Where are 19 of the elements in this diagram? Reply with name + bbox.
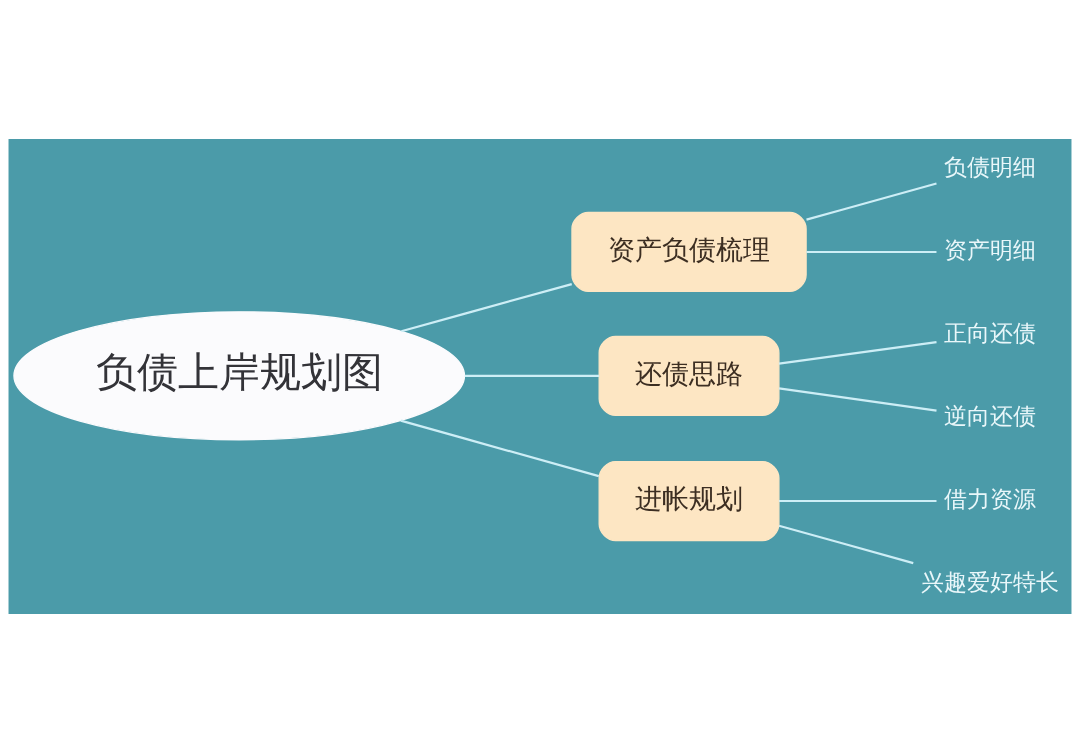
node-text: 兴趣爱好特长 (920, 568, 1059, 595)
node-box: 还债思路 (598, 335, 780, 416)
connector (778, 524, 914, 565)
connector (806, 250, 937, 254)
connector (400, 419, 600, 478)
node-text: 资产明细 (943, 236, 1036, 263)
connector (779, 499, 937, 503)
connector (401, 283, 573, 333)
node-text: 逆向还债 (943, 402, 1036, 429)
connector (778, 387, 937, 412)
node-box: 进帐规划 (598, 460, 780, 542)
connector (806, 182, 937, 221)
node-text: 负债明细 (943, 153, 1036, 180)
node-box: 资产负债梳理 (571, 211, 807, 293)
node-text: 借力资源 (943, 485, 1036, 512)
connector (778, 341, 937, 365)
node-text: 正向还债 (943, 319, 1036, 346)
node-ellipse: 负债上岸规划图 (13, 311, 466, 441)
connector (464, 374, 600, 377)
